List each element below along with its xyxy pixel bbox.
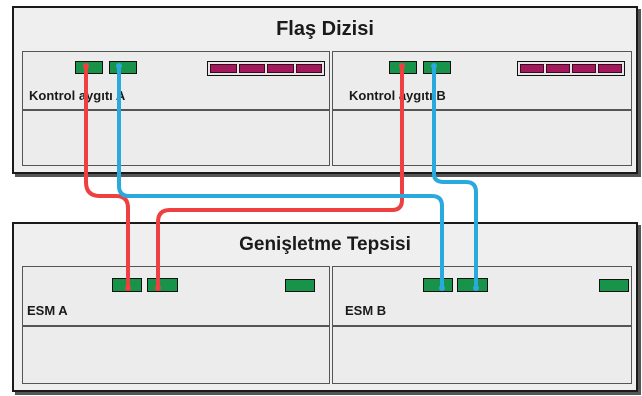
esm-a-lower-bay — [22, 326, 330, 384]
esm-b-port-3[interactable] — [599, 279, 629, 292]
esm-a-bay: ESM A — [22, 266, 330, 326]
controller-a-label: Kontrol aygıtı A — [29, 88, 126, 103]
expansion-tray-title: Genişletme Tepsisi — [239, 234, 411, 255]
flash-array-title: Flaş Dizisi — [276, 18, 374, 40]
controller-a-port-2[interactable] — [109, 61, 137, 74]
controller-a-lower-bay — [22, 110, 330, 166]
controller-b-lower-bay — [332, 110, 632, 166]
esm-a-port-2[interactable] — [147, 278, 178, 292]
controller-b-port-1[interactable] — [389, 61, 417, 74]
expansion-tray-enclosure: Genişletme Tepsisi ESM A ESM B — [12, 222, 638, 392]
flash-array-enclosure: Flaş Dizisi Kontrol aygıtı A Kontrol ayg… — [12, 6, 638, 174]
esm-b-port-1[interactable] — [423, 278, 453, 292]
controller-b-host-ports[interactable] — [517, 61, 625, 76]
controller-a-bay: Kontrol aygıtı A — [22, 51, 330, 110]
esm-b-lower-bay — [332, 326, 632, 384]
controller-b-bay: Kontrol aygıtı B — [332, 51, 632, 110]
esm-a-port-1[interactable] — [112, 278, 142, 292]
controller-a-host-ports[interactable] — [207, 61, 325, 76]
esm-a-port-3[interactable] — [285, 279, 315, 292]
esm-b-port-2[interactable] — [457, 278, 488, 292]
controller-b-label: Kontrol aygıtı B — [349, 88, 446, 103]
controller-a-port-1[interactable] — [75, 61, 103, 74]
esm-b-bay: ESM B — [332, 266, 632, 326]
esm-b-label: ESM B — [345, 303, 387, 318]
esm-a-label: ESM A — [27, 303, 68, 318]
controller-b-port-2[interactable] — [423, 61, 451, 74]
